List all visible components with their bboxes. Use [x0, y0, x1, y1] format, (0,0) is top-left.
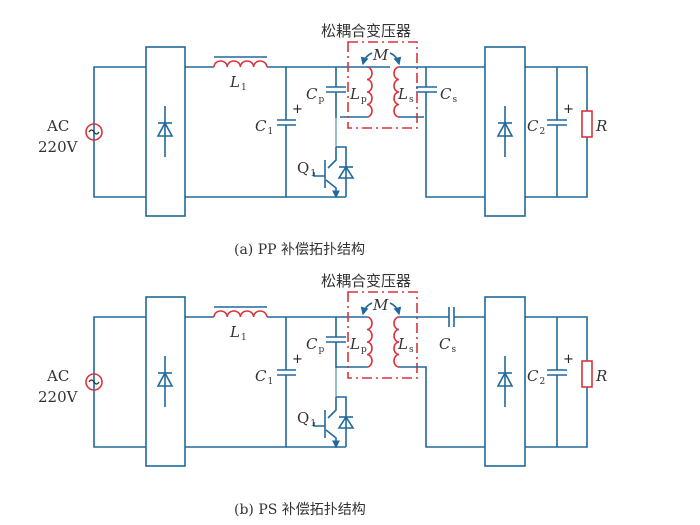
- source-label-ac: AC: [46, 117, 69, 135]
- transformer-label: 松耦合变压器: [321, 272, 411, 290]
- c2-polarity: +: [563, 352, 574, 367]
- source-label-voltage: 220V: [38, 138, 79, 156]
- label-l1: L1: [229, 323, 247, 343]
- label-c1: C1: [255, 367, 273, 387]
- label-mutual-inductance: M: [372, 296, 389, 314]
- resistor-r: [581, 110, 593, 138]
- label-mutual-inductance: M: [372, 46, 389, 64]
- transformer-label: 松耦合变压器: [321, 22, 411, 40]
- c1-polarity: +: [292, 102, 303, 117]
- output-wire: [525, 316, 588, 448]
- label-lp: Lp: [349, 85, 367, 105]
- mutual-arrow-right: [389, 52, 402, 66]
- diode-icon: [156, 356, 174, 407]
- c1-polarity: +: [292, 352, 303, 367]
- label-cs: Cs: [439, 335, 456, 355]
- label-c1: C1: [255, 117, 273, 137]
- caption-a: (a) PP 补偿拓扑结构: [234, 242, 365, 258]
- source-label-voltage: 220V: [38, 388, 79, 406]
- label-r: R: [595, 367, 607, 385]
- c2-polarity: +: [563, 102, 574, 117]
- inductor-l1: [213, 310, 268, 318]
- label-q1: Q1: [297, 409, 316, 429]
- diode-icon: [156, 106, 174, 157]
- secondary-bottom-wire: [399, 366, 485, 448]
- mutual-arrow-right: [389, 302, 402, 316]
- sine-wave-icon: [88, 129, 100, 135]
- sine-wave-icon: [88, 379, 100, 385]
- source-label-ac: AC: [46, 367, 69, 385]
- label-c2: C2: [527, 117, 545, 137]
- inductor-ls: [393, 316, 400, 368]
- inductor-l1: [213, 60, 268, 68]
- inductor-lp: [366, 316, 373, 368]
- label-ls: Ls: [397, 85, 414, 105]
- label-lp: Lp: [349, 335, 367, 355]
- cs-wire: [425, 67, 485, 198]
- label-c2: C2: [527, 367, 545, 387]
- panel-a: AC 220V L1 + C1 Cp: [38, 22, 607, 258]
- label-cp: Cp: [306, 335, 324, 355]
- loosely-coupled-transformer-box: [347, 41, 418, 129]
- label-r: R: [595, 117, 607, 135]
- panel-b: AC 220V L1 + C1 Cp: [38, 272, 607, 518]
- label-q1: Q1: [297, 159, 316, 179]
- output-wire: [525, 66, 588, 198]
- loosely-coupled-transformer-box: [347, 291, 418, 379]
- igbt-q1: [313, 146, 355, 199]
- inductor-ls: [393, 66, 400, 118]
- ac-source-icon: [85, 123, 103, 141]
- mutual-arrow-left: [360, 52, 373, 66]
- diode-icon: [496, 106, 514, 157]
- label-cp: Cp: [306, 85, 324, 105]
- inductor-lp: [366, 66, 373, 118]
- igbt-q1: [313, 396, 355, 449]
- resistor-r: [581, 360, 593, 388]
- label-cs: Cs: [440, 85, 457, 105]
- label-l1: L1: [229, 73, 247, 93]
- diode-icon: [496, 356, 514, 407]
- label-ls: Ls: [397, 335, 414, 355]
- caption-b: (b) PS 补偿拓扑结构: [234, 502, 366, 518]
- ac-source-icon: [85, 373, 103, 391]
- mutual-arrow-left: [360, 302, 373, 316]
